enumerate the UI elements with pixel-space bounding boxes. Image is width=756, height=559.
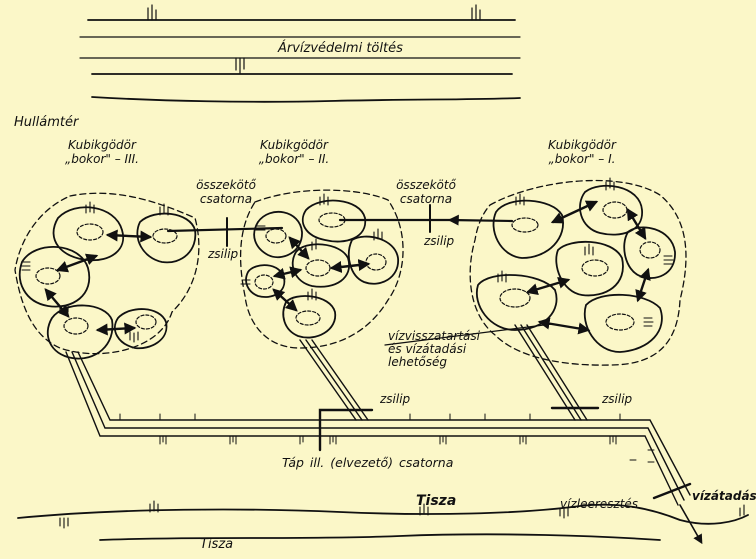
bokor-1-flow-arrows (525, 200, 651, 335)
floodplain-label: Hullámtér (14, 115, 79, 130)
sluice-b-label: zsilip (424, 234, 455, 248)
bokor-2-flow-arrows (272, 236, 371, 312)
retention-leader (384, 323, 553, 346)
tisza-main-label: Tisza (416, 493, 457, 509)
retention-line1: vízvisszatartási (388, 329, 480, 343)
transfer-label: vízátadás (692, 489, 756, 503)
bokor-3-number: „bokor" – III. (65, 152, 139, 166)
sluices (318, 406, 692, 500)
levee-label: Árvízvédelmi töltés (278, 41, 403, 56)
sluice-c-label: zsilip (380, 392, 411, 406)
bokor-2-number: „bokor" – II. (258, 152, 330, 166)
connector-b-line1: összekötő (396, 178, 456, 192)
bokor-1-title: Kubikgödör (548, 138, 616, 152)
bokor-1-boundary (469, 179, 687, 366)
bokor-2-boundary (239, 189, 404, 349)
retention-line3: lehetőség (388, 355, 448, 369)
bokor-1-number: „bokor" – I. (548, 152, 616, 166)
feed-channel (65, 324, 691, 506)
drainage-label: vízleeresztés (560, 497, 639, 511)
bokor-3-boundary (14, 192, 200, 355)
retention-label: vízvisszatartási és vízátadási lehetőség (388, 330, 480, 369)
bokor-3-label: Kubikgödör „bokor" – III. (52, 138, 152, 166)
sluice-a-label: zsilip (208, 247, 239, 261)
connector-channel-b (338, 204, 514, 233)
connector-a-line2: csatorna (199, 192, 253, 206)
retention-line2: és vízátadási (388, 342, 467, 356)
bokor-2-title: Kubikgödör (260, 138, 328, 152)
levee (79, 4, 521, 75)
connector-channel-a (166, 217, 284, 247)
connector-b-label: összekötő csatorna (386, 178, 466, 206)
bokor-3-pits (18, 206, 197, 360)
sluice-d-label: zsilip (602, 392, 633, 406)
bokor-1-pits (475, 184, 676, 353)
bokor-3-title: Kubikgödör (68, 138, 136, 152)
connector-b-line2: csatorna (399, 192, 453, 206)
bokor-2-label: Kubikgödör „bokor" – II. (244, 138, 344, 166)
floodplain-boundary (91, 96, 521, 103)
connector-a-label: összekötő csatorna (186, 178, 266, 206)
tisza-lower-label: Tisza (200, 537, 234, 552)
feed-channel-label: Táp ill. (elvezető) csatorna (282, 455, 454, 470)
bokor-1-label: Kubikgödör „bokor" – I. (532, 138, 632, 166)
tisza-river (17, 500, 749, 541)
bokor-3-flow-arrows (44, 229, 153, 336)
connector-a-line1: összekötő (196, 178, 256, 192)
